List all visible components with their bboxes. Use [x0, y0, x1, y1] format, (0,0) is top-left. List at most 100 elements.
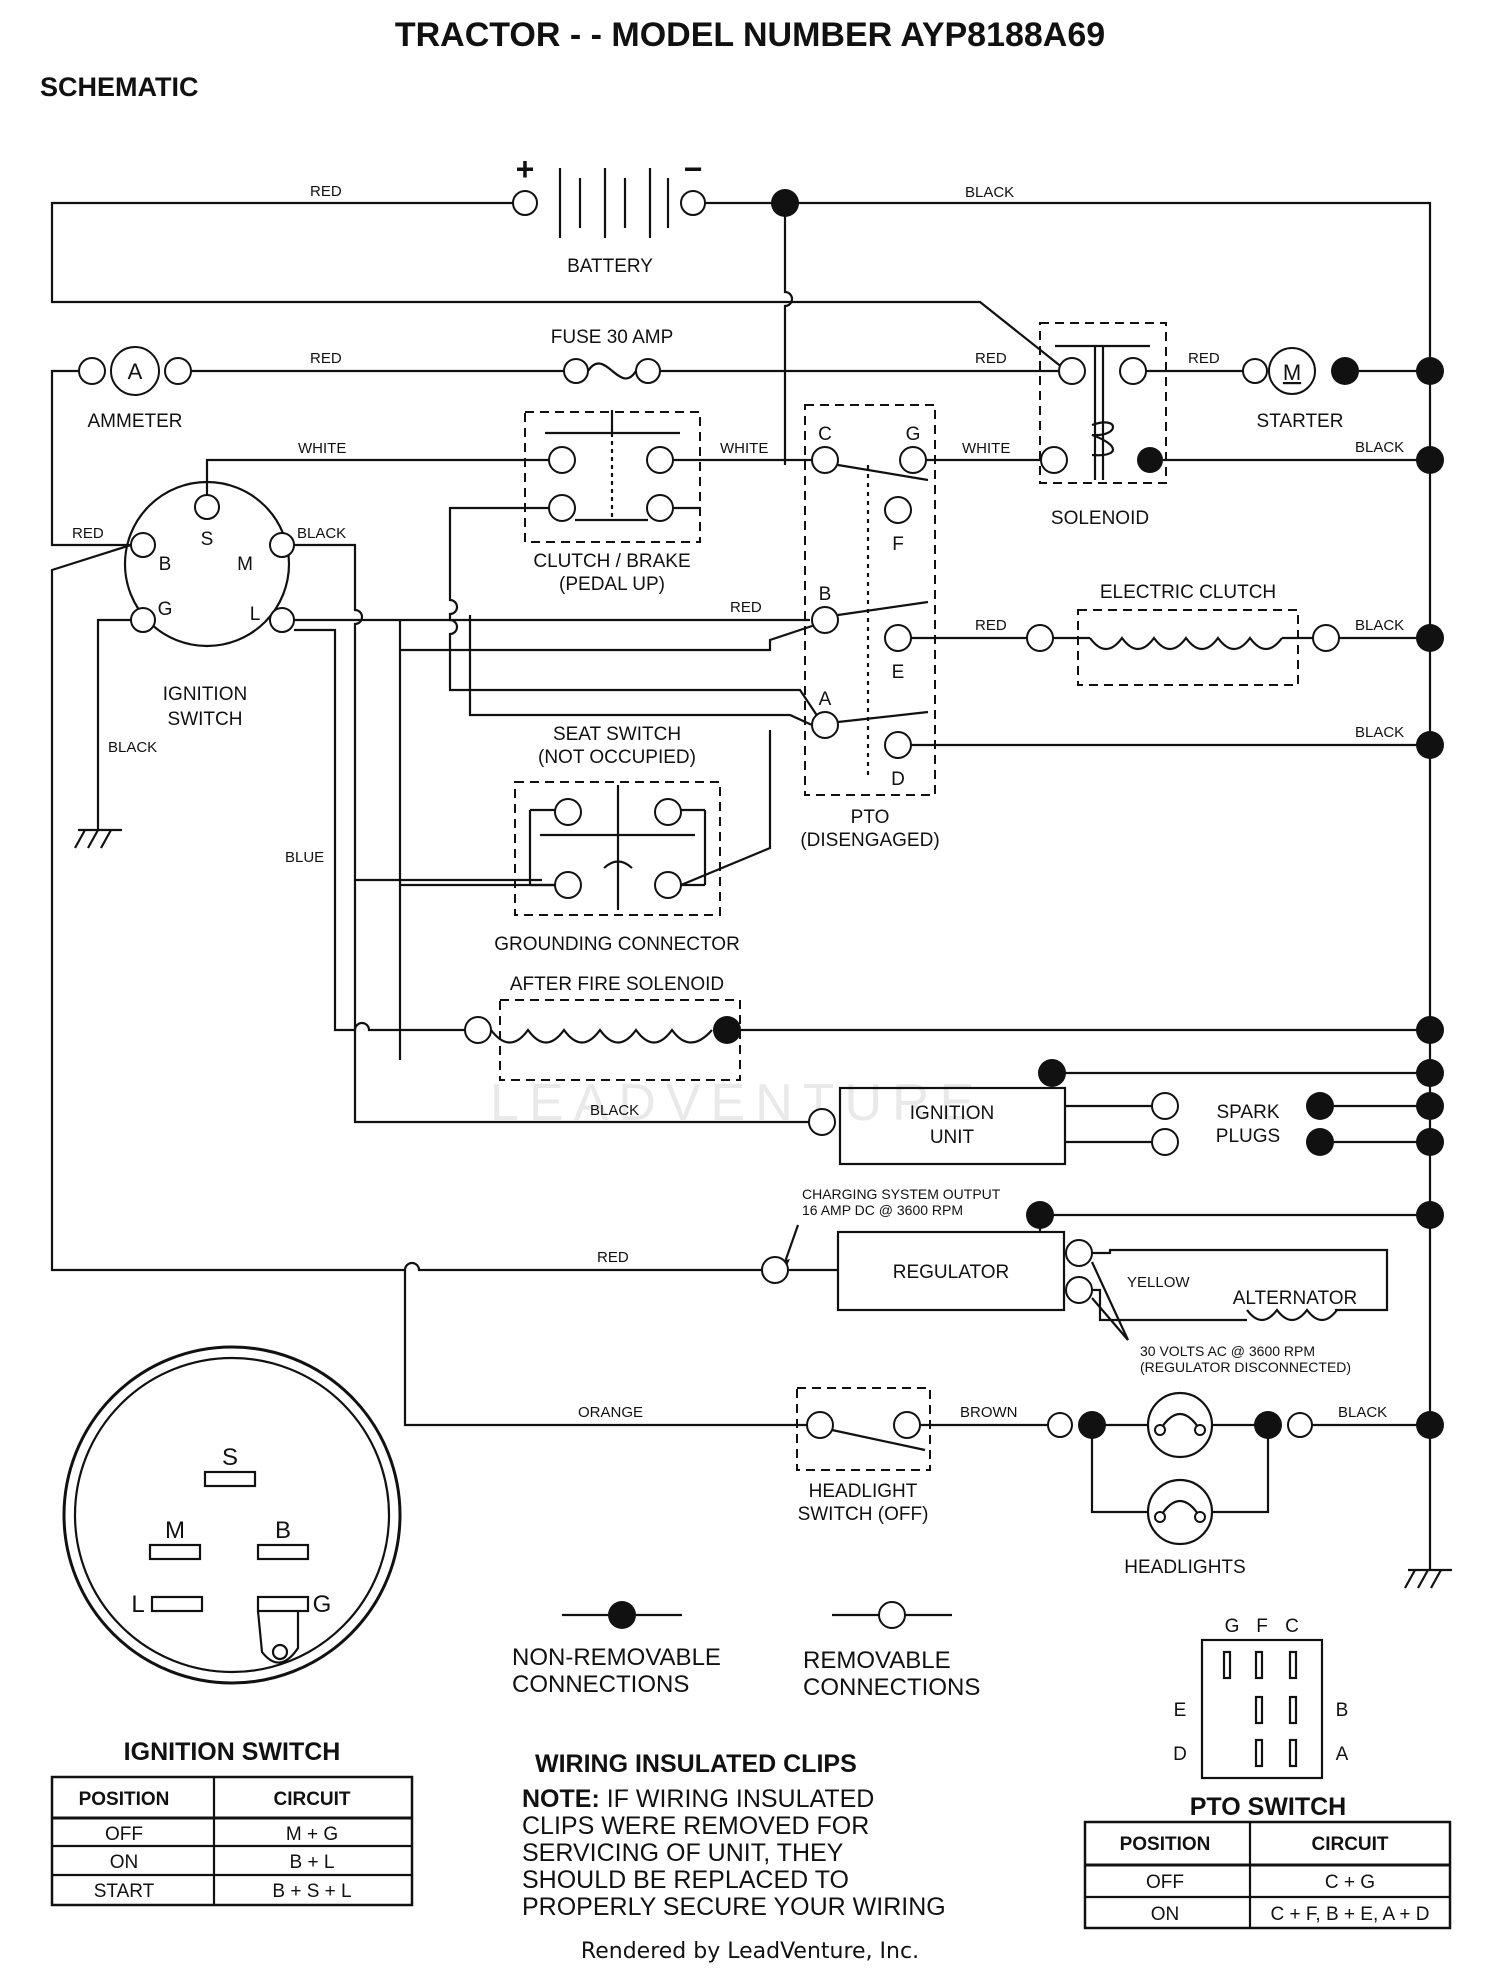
pto-switch: C G F B E A D PTO (DISENGAGED) [800, 404, 940, 851]
headlights-label: HEADLIGHTS [1124, 1557, 1245, 1578]
battery-label: BATTERY [567, 256, 653, 277]
pto-terminal-c: C [818, 424, 832, 445]
ignition-switch: S B M G L IGNITION SWITCH [123, 480, 295, 730]
ignition-switch-label-2: SWITCH [168, 709, 243, 730]
terminal-m: M [237, 554, 253, 575]
headlight-switch-label-1: HEADLIGHT [809, 1481, 918, 1502]
pto-switch-table: PTO SWITCH POSITION CIRCUIT OFF C + G ON… [1083, 1793, 1452, 1930]
ignition-table-header-circuit: CIRCUIT [273, 1789, 350, 1810]
face-b: B [275, 1517, 291, 1544]
page-title: TRACTOR - - MODEL NUMBER AYP8188A69 [395, 16, 1105, 54]
clips-note-title: WIRING INSULATED CLIPS [535, 1750, 857, 1778]
wire-label-black: BLACK [1355, 617, 1404, 634]
wire-label-brown: BROWN [960, 1404, 1018, 1421]
fuse: FUSE 30 AMP [551, 327, 674, 384]
pto-label-1: PTO [851, 807, 890, 828]
table-cell: M + G [286, 1824, 338, 1845]
ignition-unit-label-1: IGNITION [910, 1103, 994, 1124]
wire-label-white: WHITE [298, 440, 346, 457]
terminal-l: L [250, 604, 261, 625]
wiring-clips-note: WIRING INSULATED CLIPS NOTE: IF WIRING I… [522, 1750, 946, 1921]
pto-face-g: G [1225, 1616, 1240, 1637]
wire-label-black: BLACK [590, 1102, 639, 1119]
clutch-brake-label-2: (PEDAL UP) [559, 574, 665, 595]
pto-table-header-circuit: CIRCUIT [1311, 1834, 1388, 1855]
alternator: YELLOW ALTERNATOR 30 VOLTS AC @ 3600 RPM… [1091, 1248, 1389, 1375]
pto-table-header-position: POSITION [1120, 1834, 1211, 1855]
after-fire-label: AFTER FIRE SOLENOID [510, 974, 724, 995]
electric-clutch-label: ELECTRIC CLUTCH [1100, 582, 1276, 603]
spark-plugs: SPARK PLUGS [1065, 1092, 1334, 1156]
ignition-unit-label-2: UNIT [930, 1127, 975, 1148]
wire-label-black: BLACK [1355, 439, 1404, 456]
clips-note-line-4: SHOULD BE REPLACED TO [522, 1866, 849, 1894]
pto-terminal-a: A [819, 689, 832, 710]
spark-plugs-label-2: PLUGS [1216, 1126, 1280, 1147]
ammeter-symbol: A [128, 359, 143, 384]
pto-terminal-f: F [892, 534, 904, 555]
table-cell: C + G [1325, 1872, 1375, 1893]
legend-non-removable-2: CONNECTIONS [512, 1671, 689, 1698]
seat-switch: SEAT SWITCH (NOT OCCUPIED) GROUNDING CON… [494, 724, 740, 955]
starter: M STARTER [1242, 347, 1359, 432]
wire-label-red: RED [975, 617, 1007, 634]
headlight-switch: HEADLIGHT SWITCH (OFF) [796, 1387, 931, 1525]
clutch-brake-switch: CLUTCH / BRAKE (PEDAL UP) [524, 410, 701, 595]
wire-label-red: RED [310, 350, 342, 367]
regulator-label: REGULATOR [893, 1262, 1010, 1283]
face-l: L [131, 1591, 144, 1618]
ignition-unit: IGNITION UNIT [808, 1086, 1067, 1166]
pto-face-a: A [1336, 1744, 1349, 1765]
pto-face-d: D [1173, 1744, 1187, 1765]
solenoid: SOLENOID [1039, 322, 1167, 529]
table-cell: B + S + L [272, 1881, 351, 1902]
wire-label-red: RED [730, 599, 762, 616]
pto-terminal-d: D [891, 769, 905, 790]
page-subtitle: SCHEMATIC [40, 72, 199, 102]
charging-note-1: CHARGING SYSTEM OUTPUT [802, 1186, 1001, 1202]
clips-note-line-2: CLIPS WERE REMOVED FOR [522, 1812, 869, 1840]
table-cell: OFF [1146, 1872, 1184, 1893]
clips-note-line-3: SERVICING OF UNIT, THEY [522, 1839, 844, 1867]
pto-face-c: C [1285, 1616, 1299, 1637]
wire-label-white: WHITE [720, 440, 768, 457]
wire-label-red: RED [975, 350, 1007, 367]
wire-label-yellow: YELLOW [1127, 1274, 1190, 1291]
wire-label-red: RED [310, 183, 342, 200]
wire-label-red: RED [72, 525, 104, 542]
starter-symbol: M [1283, 360, 1301, 385]
ignition-switch-label-1: IGNITION [163, 684, 247, 705]
clips-note-label: NOTE: [522, 1785, 600, 1813]
ignition-switch-table: IGNITION SWITCH POSITION CIRCUIT OFF M +… [50, 1738, 414, 1907]
credit: Rendered by LeadVenture, Inc. [581, 1939, 919, 1964]
ground-symbol [74, 828, 122, 849]
starter-label: STARTER [1257, 411, 1344, 432]
headlights: HEADLIGHTS [1047, 1391, 1313, 1578]
clips-note-line-5: PROPERLY SECURE YOUR WIRING [522, 1893, 946, 1921]
wire-label-black: BLACK [297, 525, 346, 542]
table-cell: ON [1151, 1904, 1180, 1925]
fuse-label: FUSE 30 AMP [551, 327, 674, 348]
battery: + − BATTERY [512, 151, 706, 277]
grounding-connector-label: GROUNDING CONNECTOR [494, 934, 740, 955]
face-g: G [313, 1591, 332, 1618]
spark-plugs-label-1: SPARK [1216, 1102, 1279, 1123]
alternator-note-1: 30 VOLTS AC @ 3600 RPM [1140, 1343, 1315, 1359]
alternator-label: ALTERNATOR [1233, 1288, 1358, 1309]
terminal-s: S [201, 529, 214, 550]
ignition-table-header-position: POSITION [79, 1789, 170, 1810]
ammeter-label: AMMETER [88, 411, 183, 432]
ignition-table-title: IGNITION SWITCH [124, 1738, 341, 1766]
pto-terminal-g: G [906, 424, 921, 445]
ammeter: A AMMETER [78, 346, 192, 432]
pto-switch-face: G F C E B D A [1173, 1616, 1349, 1780]
wire-label-blue: BLUE [285, 849, 324, 866]
pto-face-b: B [1336, 1700, 1349, 1721]
clips-note-line-1: IF WIRING INSULATED [600, 1785, 875, 1813]
pto-terminal-b: B [819, 584, 832, 605]
pto-label-2: (DISENGAGED) [800, 830, 939, 851]
seat-switch-label-2: (NOT OCCUPIED) [538, 747, 696, 768]
battery-plus: + [516, 151, 535, 187]
table-cell: ON [110, 1852, 139, 1873]
